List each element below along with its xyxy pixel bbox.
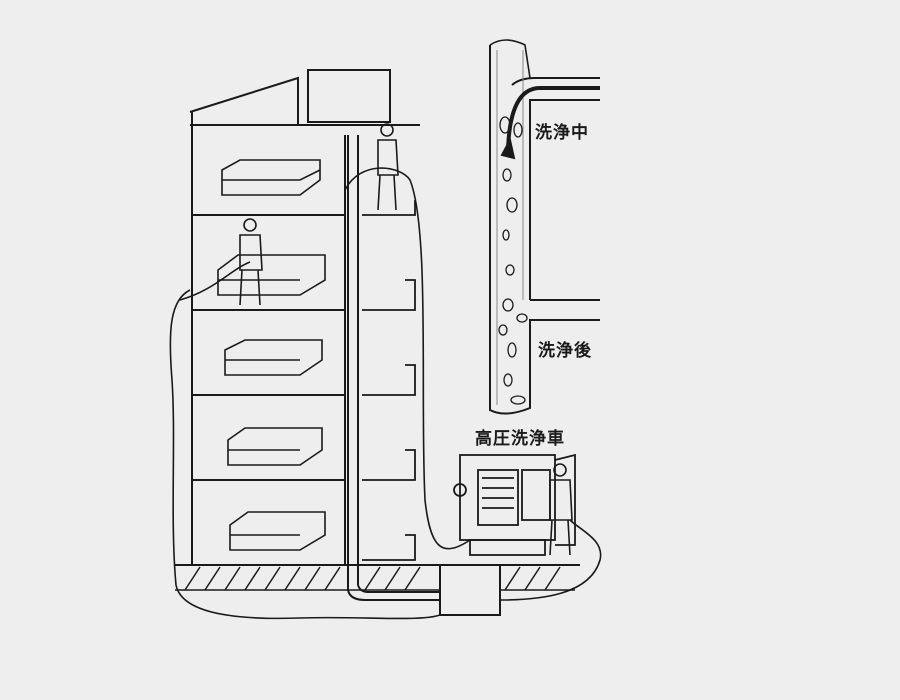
scene-outline (169, 289, 602, 620)
pipe-detail (489, 39, 600, 415)
label-during-cleaning: 洗浄中 (535, 123, 589, 143)
drain-pipe (347, 135, 501, 616)
label-after-cleaning: 洗浄後 (538, 341, 592, 361)
building (175, 112, 580, 566)
workers (239, 123, 573, 556)
hoses (179, 167, 471, 550)
ground-hatch (175, 566, 575, 591)
kitchen-units (217, 159, 326, 551)
high-pressure-truck (453, 453, 576, 556)
label-high-pressure-truck: 高圧洗浄車 (475, 429, 565, 449)
building-roof (189, 69, 420, 126)
balconies (362, 200, 416, 561)
